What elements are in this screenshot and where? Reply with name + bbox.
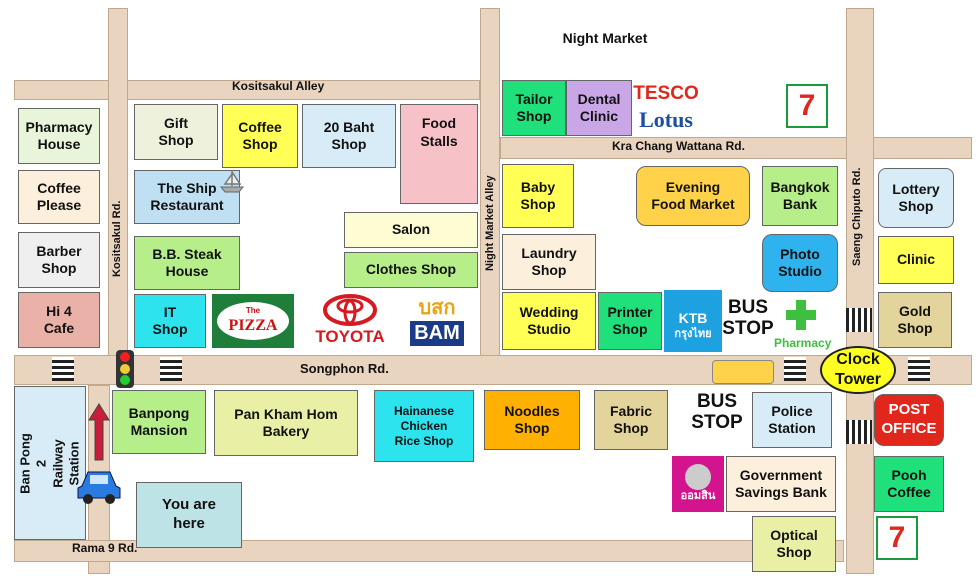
pharmacy-cross-icon <box>786 300 816 330</box>
pooh-coffee: Pooh Coffee <box>874 456 944 512</box>
fabric-shop: Fabric Shop <box>594 390 668 450</box>
traffic-light-icon <box>116 350 134 388</box>
pizza-logo: The PIZZA <box>217 302 289 340</box>
photo-studio: Photo Studio <box>762 234 838 292</box>
crosswalk <box>52 357 74 381</box>
dental-clinic: Dental Clinic <box>566 80 632 136</box>
post-office: POST OFFICE <box>874 394 944 446</box>
ship-icon <box>218 168 246 194</box>
it-shop: IT Shop <box>134 294 206 348</box>
crosswalk <box>846 308 872 332</box>
gift-shop: Gift Shop <box>134 104 218 160</box>
hainanese-chicken-rice: Hainanese Chicken Rice Shop <box>374 390 474 462</box>
evening-food-market: Evening Food Market <box>636 166 750 226</box>
you-are-here: You are here <box>136 482 242 548</box>
lottery-shop: Lottery Shop <box>878 168 954 228</box>
clock-tower: Clock Tower <box>820 346 896 394</box>
food-stalls: Food Stalls <box>400 104 478 204</box>
songphon-label: Songphon Rd. <box>300 361 389 376</box>
bus-icon <box>712 360 774 384</box>
government-savings-bank: Government Savings Bank <box>726 456 836 512</box>
laundry-shop: Laundry Shop <box>502 234 596 290</box>
toyota-logo-icon <box>323 294 377 327</box>
ship-restaurant: The Ship Restaurant <box>134 170 240 224</box>
barber-shop: Barber Shop <box>18 232 100 288</box>
crosswalk <box>846 420 872 444</box>
printer-shop: Printer Shop <box>598 292 662 350</box>
saeng-chiputo-label: Saeng Chiputo Rd. <box>851 167 863 266</box>
kositsakul-alley-road <box>14 80 480 100</box>
pharmacy-house: Pharmacy House <box>18 108 100 164</box>
night-market-alley-label: Night Market Alley <box>484 175 496 271</box>
rama9-label: Rama 9 Rd. <box>72 541 138 555</box>
optical-shop: Optical Shop <box>752 516 836 572</box>
tesco-lotus: TESCO Lotus <box>633 80 699 136</box>
toyota: TOYOTA <box>300 292 400 350</box>
police-station: Police Station <box>752 392 832 448</box>
kositsakul-alley-label: Kositsakul Alley <box>232 79 325 93</box>
noodles-shop: Noodles Shop <box>484 390 580 450</box>
kositsakul-rd-road <box>108 8 128 358</box>
crosswalk <box>908 357 930 381</box>
clothes-shop: Clothes Shop <box>344 252 478 288</box>
bus-stop-north: BUS STOP <box>722 297 774 339</box>
bam: บสก BAM <box>406 292 468 350</box>
up-arrow-icon <box>88 402 110 462</box>
crosswalk <box>784 357 806 381</box>
seven-eleven-top: 7 <box>786 84 828 128</box>
ktb-bank: KTB กรุงไทย <box>664 290 722 352</box>
gold-shop: Gold Shop <box>878 292 952 348</box>
salon: Salon <box>344 212 478 248</box>
pharmacy-label: Pharmacy <box>774 336 832 350</box>
car-icon <box>76 466 122 506</box>
bus-stop-south: BUS STOP <box>691 391 743 433</box>
clinic: Clinic <box>878 236 954 284</box>
tailor-shop: Tailor Shop <box>502 80 566 136</box>
bangkok-bank: Bangkok Bank <box>762 166 838 226</box>
coffee-please: Coffee Please <box>18 170 100 224</box>
bb-steak-house: B.B. Steak House <box>134 236 240 290</box>
coffee-shop: Coffee Shop <box>222 104 298 168</box>
night-market-area: Night Market <box>500 8 710 80</box>
wedding-studio: Wedding Studio <box>502 292 596 350</box>
pizza-company: The PIZZA <box>212 294 294 348</box>
saeng-chiputo-road <box>846 8 874 574</box>
twenty-baht-shop: 20 Baht Shop <box>302 104 396 168</box>
baby-shop: Baby Shop <box>502 164 574 228</box>
kositsakul-rd-label: Kositsakul Rd. <box>111 200 123 277</box>
hi4-cafe: Hi 4 Cafe <box>18 292 100 348</box>
gsb-logo: ออมสิน <box>672 456 724 512</box>
seven-eleven-bottom: 7 <box>876 516 918 560</box>
railway-station: Ban Pong 2 Railway Station <box>14 386 86 540</box>
kra-chang-label: Kra Chang Wattana Rd. <box>612 139 745 153</box>
banpong-mansion: Banpong Mansion <box>112 390 206 454</box>
crosswalk <box>160 357 182 381</box>
pan-kham-hom-bakery: Pan Kham Hom Bakery <box>214 390 358 456</box>
